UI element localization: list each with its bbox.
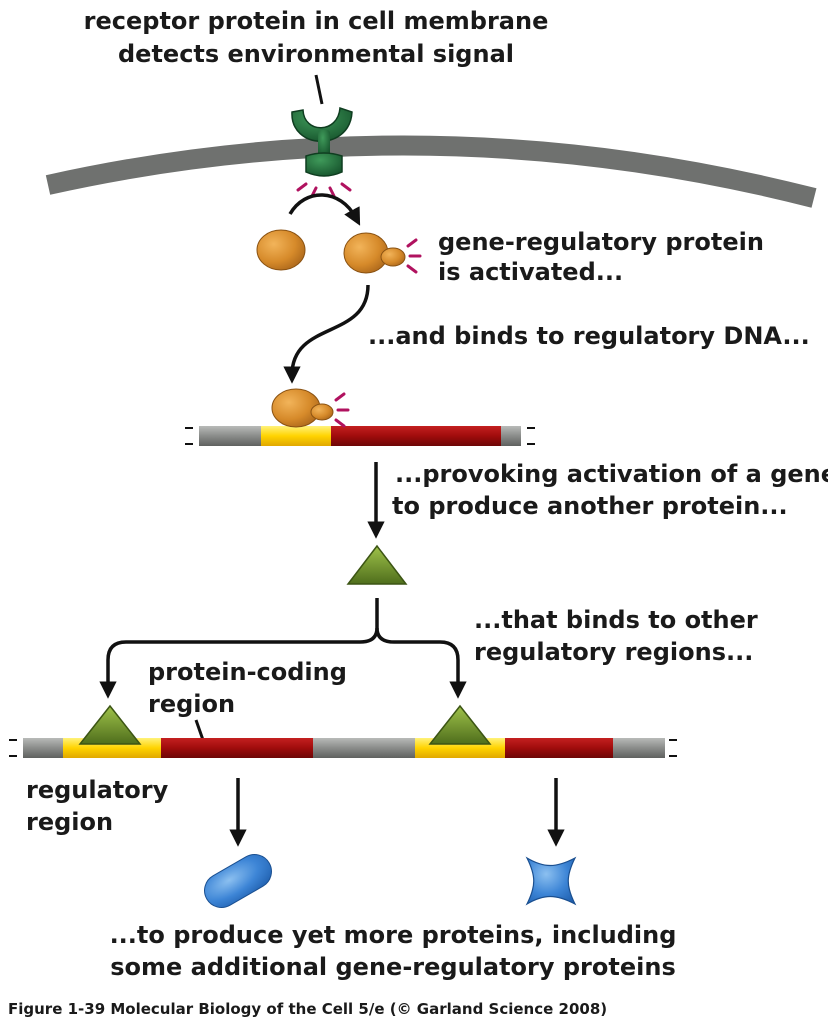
activated-label-line2: is activated... (438, 258, 623, 286)
coding-label-line1: protein-coding (148, 658, 347, 686)
bound-triangle-protein-right (428, 704, 492, 745)
coding-leader-line (194, 719, 205, 741)
produce-label-line2: some additional gene-regulatory proteins (110, 953, 675, 981)
product-protein-capsule (204, 854, 272, 908)
bound-triangle-protein-left (78, 704, 142, 745)
inactive-regulatory-protein (256, 229, 306, 271)
bound-signal-ticks (334, 392, 350, 428)
binding-arrow (283, 284, 370, 384)
receptor-label-line2: detects environmental signal (118, 40, 514, 68)
receptor-protein (291, 106, 353, 177)
triangle-protein (346, 544, 408, 585)
product-protein-star (525, 856, 577, 906)
provoking-label-line1: ...provoking activation of a gene (395, 460, 828, 488)
bound-regulatory-protein (271, 388, 334, 428)
provoking-label-line2: to produce another protein... (392, 492, 788, 520)
binds-other-label-line1: ...that binds to other (474, 606, 758, 634)
cell-membrane (45, 135, 817, 208)
regulatory-label-line2: region (26, 808, 113, 836)
receptor-leader-line (314, 74, 324, 105)
dna-segment-1 (185, 426, 535, 446)
activated-label-line1: gene-regulatory protein (438, 228, 764, 256)
branch-arrow-right (375, 627, 467, 699)
coding-label-line2: region (148, 690, 235, 718)
binds-other-label-line2: regulatory regions... (474, 638, 753, 666)
activated-signal-ticks (406, 238, 422, 274)
produce-label-line1: ...to produce yet more proteins, includi… (110, 921, 677, 949)
figure-caption: Figure 1-39 Molecular Biology of the Cel… (8, 1000, 607, 1018)
active-regulatory-protein (343, 232, 406, 274)
receptor-label-line1: receptor protein in cell membrane (84, 7, 549, 35)
activation-arrow (288, 193, 361, 226)
binds-dna-label: ...and binds to regulatory DNA... (368, 322, 810, 350)
regulatory-label-line1: regulatory (26, 776, 169, 804)
